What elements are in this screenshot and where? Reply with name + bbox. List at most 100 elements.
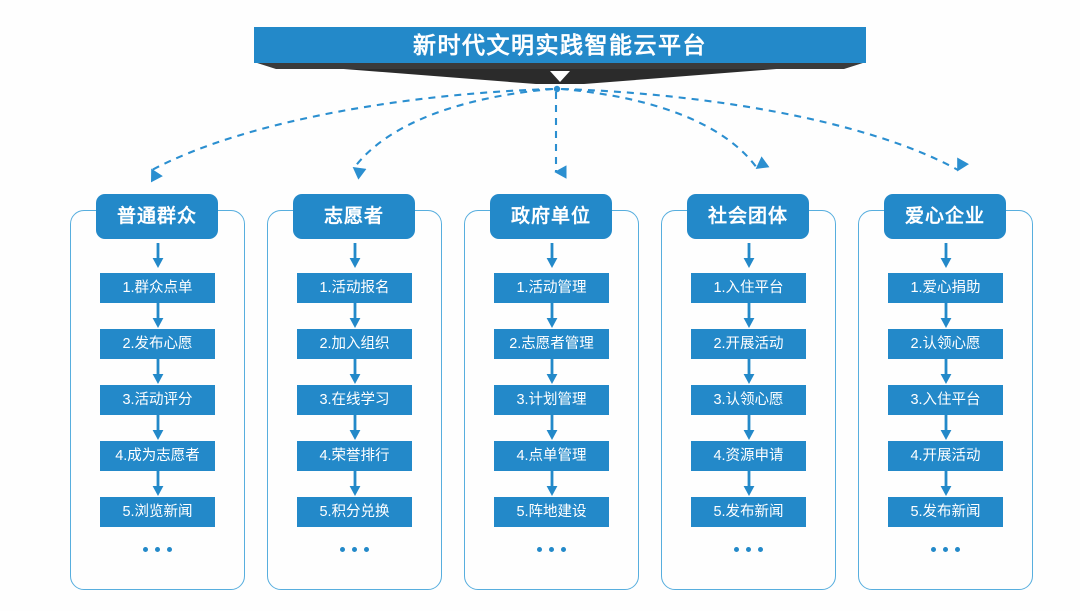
- flow-item[interactable]: 1.群众点单: [100, 273, 215, 303]
- arrow-down-icon: [349, 359, 360, 384]
- flow-item[interactable]: 1.活动报名: [297, 273, 412, 303]
- flow-item-label: 4.成为志愿者: [115, 447, 200, 464]
- ellipsis-dot: [549, 547, 554, 552]
- flow-item[interactable]: 2.发布心愿: [100, 329, 215, 359]
- flow-item-label: 5.阵地建设: [516, 503, 587, 520]
- arrow-down-icon: [546, 415, 557, 440]
- flow-item-label: 1.爱心捐助: [910, 279, 981, 296]
- flow-item[interactable]: 2.志愿者管理: [494, 329, 609, 359]
- flow-item[interactable]: 3.活动评分: [100, 385, 215, 415]
- flow-item-label: 4.点单管理: [516, 447, 587, 464]
- ellipsis-dot: [943, 547, 948, 552]
- flow-item[interactable]: 1.活动管理: [494, 273, 609, 303]
- more-items-ellipsis[interactable]: [143, 547, 172, 552]
- column-header-2[interactable]: 政府单位: [490, 194, 612, 239]
- flow-item[interactable]: 3.入住平台: [888, 385, 1003, 415]
- arrow-down-icon: [349, 471, 360, 496]
- flow-item-label: 3.计划管理: [516, 391, 587, 408]
- flow-item-label: 4.开展活动: [910, 447, 981, 464]
- ellipsis-dot: [352, 547, 357, 552]
- arrow-down-icon: [546, 471, 557, 496]
- ellipsis-dot: [746, 547, 751, 552]
- flow-item-label: 5.浏览新闻: [122, 503, 193, 520]
- column-header-label: 政府单位: [510, 206, 591, 227]
- page-title: 新时代文明实践智能云平台: [413, 31, 707, 58]
- more-items-ellipsis[interactable]: [931, 547, 960, 552]
- flow-item[interactable]: 1.入住平台: [691, 273, 806, 303]
- column-header-label: 志愿者: [323, 206, 384, 227]
- flow-item[interactable]: 4.荣誉排行: [297, 441, 412, 471]
- flow-item[interactable]: 5.发布新闻: [691, 497, 806, 527]
- more-items-ellipsis[interactable]: [537, 547, 566, 552]
- arrow-down-icon: [152, 471, 163, 496]
- platform-title-banner: 新时代文明实践智能云平台: [254, 27, 866, 63]
- flow-item[interactable]: 4.成为志愿者: [100, 441, 215, 471]
- flow-item[interactable]: 4.点单管理: [494, 441, 609, 471]
- chevron-down-icon: [550, 71, 570, 82]
- item-stack-4: 1.爱心捐助 2.认领心愿 3.入住平台 4.开展活动 5.发布新闻: [858, 239, 1033, 552]
- arrow-down-icon: [940, 243, 951, 268]
- connector-arrow-5: [561, 87, 969, 172]
- arrow-down-icon: [152, 415, 163, 440]
- flow-item-label: 3.在线学习: [319, 391, 390, 408]
- flow-item[interactable]: 3.计划管理: [494, 385, 609, 415]
- flow-item-label: 4.资源申请: [713, 447, 784, 464]
- column-header-3[interactable]: 社会团体: [687, 194, 809, 239]
- item-stack-3: 1.入住平台 2.开展活动 3.认领心愿 4.资源申请 5.发布新闻: [661, 239, 836, 552]
- flow-item[interactable]: 4.资源申请: [691, 441, 806, 471]
- flow-item[interactable]: 3.在线学习: [297, 385, 412, 415]
- arrow-down-icon: [743, 415, 754, 440]
- flow-item-label: 1.活动管理: [516, 279, 587, 296]
- arrow-down-icon: [546, 359, 557, 384]
- arrow-down-icon: [940, 415, 951, 440]
- column-header-1[interactable]: 志愿者: [293, 194, 415, 239]
- flow-item-label: 5.积分兑换: [319, 503, 390, 520]
- flow-item-label: 1.入住平台: [713, 279, 784, 296]
- flow-item[interactable]: 5.发布新闻: [888, 497, 1003, 527]
- flow-item-label: 2.志愿者管理: [509, 335, 594, 352]
- flow-item-label: 2.加入组织: [319, 335, 390, 352]
- more-items-ellipsis[interactable]: [734, 547, 763, 552]
- banner-shadow-ribbon: [254, 62, 866, 84]
- arrow-down-icon: [546, 243, 557, 268]
- item-stack-2: 1.活动管理 2.志愿者管理 3.计划管理 4.点单管理 5.阵地建设: [464, 239, 639, 552]
- ellipsis-dot: [364, 547, 369, 552]
- flow-item-label: 5.发布新闻: [713, 503, 784, 520]
- flow-item-label: 3.活动评分: [122, 391, 193, 408]
- flow-item[interactable]: 2.开展活动: [691, 329, 806, 359]
- arrow-down-icon: [152, 243, 163, 268]
- column-header-0[interactable]: 普通群众: [96, 194, 218, 239]
- arrow-down-icon: [349, 415, 360, 440]
- column-header-4[interactable]: 爱心企业: [884, 194, 1006, 239]
- flow-item[interactable]: 3.认领心愿: [691, 385, 806, 415]
- arrow-down-icon: [940, 303, 951, 328]
- flow-item[interactable]: 1.爱心捐助: [888, 273, 1003, 303]
- arrow-down-icon: [546, 303, 557, 328]
- flow-item-label: 2.认领心愿: [910, 335, 981, 352]
- ellipsis-dot: [955, 547, 960, 552]
- ellipsis-dot: [931, 547, 936, 552]
- flow-item-label: 2.开展活动: [713, 335, 784, 352]
- flow-item[interactable]: 5.积分兑换: [297, 497, 412, 527]
- column-header-label: 爱心企业: [904, 206, 985, 227]
- column-header-label: 社会团体: [707, 206, 788, 227]
- ellipsis-dot: [758, 547, 763, 552]
- flow-item[interactable]: 5.浏览新闻: [100, 497, 215, 527]
- arrow-down-icon: [349, 243, 360, 268]
- flow-item[interactable]: 5.阵地建设: [494, 497, 609, 527]
- ellipsis-dot: [155, 547, 160, 552]
- flow-item-label: 5.发布新闻: [910, 503, 981, 520]
- item-stack-1: 1.活动报名 2.加入组织 3.在线学习 4.荣誉排行 5.积分兑换: [267, 239, 442, 552]
- ellipsis-dot: [561, 547, 566, 552]
- flow-item-label: 4.荣誉排行: [319, 447, 390, 464]
- flow-item[interactable]: 4.开展活动: [888, 441, 1003, 471]
- more-items-ellipsis[interactable]: [340, 547, 369, 552]
- flow-item[interactable]: 2.认领心愿: [888, 329, 1003, 359]
- arrow-down-icon: [743, 243, 754, 268]
- flow-item-label: 1.活动报名: [319, 279, 390, 296]
- flow-item-label: 2.发布心愿: [122, 335, 193, 352]
- connector-arrow-1: [150, 87, 553, 183]
- ellipsis-dot: [537, 547, 542, 552]
- flow-item[interactable]: 2.加入组织: [297, 329, 412, 359]
